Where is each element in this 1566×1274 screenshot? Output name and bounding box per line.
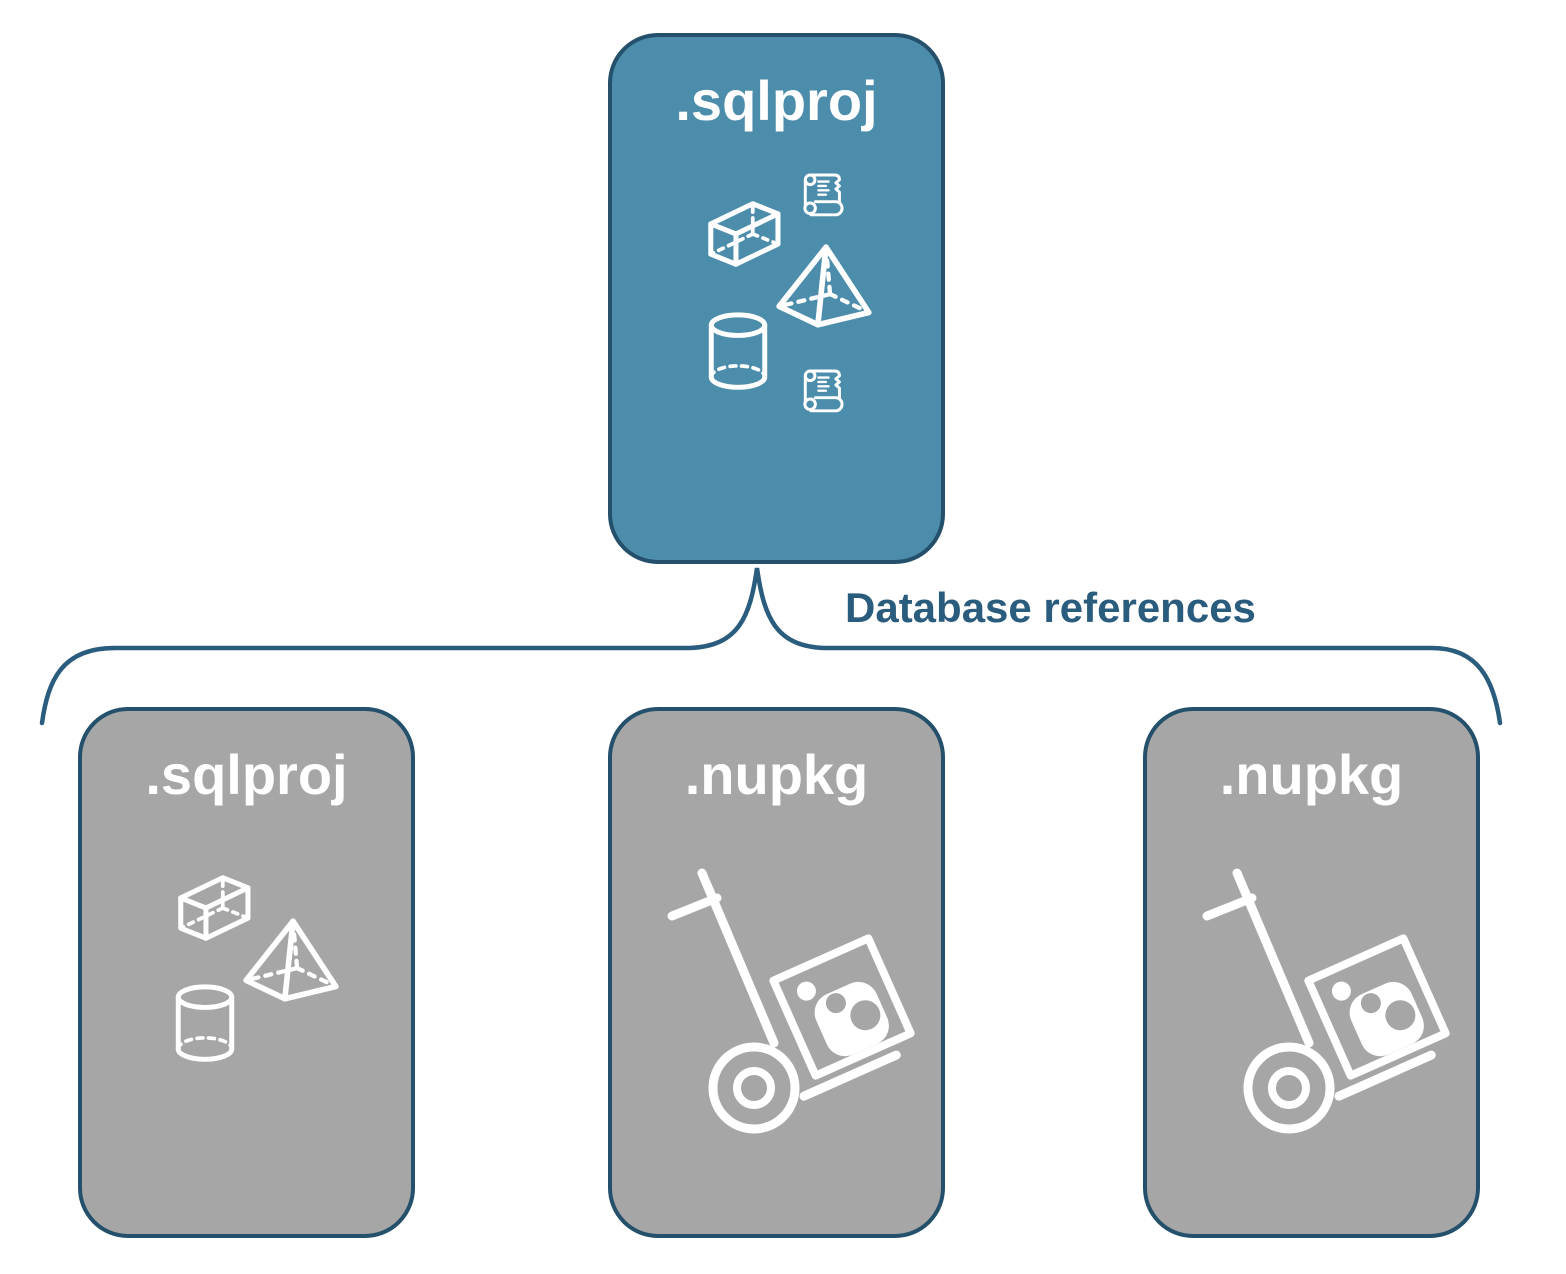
edge-label: Database references (845, 584, 1256, 631)
card-child-nupkg-1: .nupkg (608, 707, 945, 1238)
cylinder-icon (708, 312, 768, 390)
card-child-nupkg-2: .nupkg (1143, 707, 1480, 1238)
pyramid-icon (243, 918, 339, 1002)
card-title: .nupkg (1219, 743, 1404, 806)
cube-icon (708, 201, 781, 267)
package-dolly-icon (1202, 868, 1450, 1134)
pyramid-icon (776, 244, 872, 328)
package-dolly-icon (667, 868, 915, 1134)
card-title: .sqlproj (145, 743, 348, 806)
card-title: .sqlproj (675, 69, 878, 132)
card-parent-sqlproj: .sqlproj (608, 33, 945, 564)
cube-icon (178, 875, 251, 941)
scroll-icon (803, 369, 844, 413)
card-title: .nupkg (684, 743, 869, 806)
cylinder-icon (175, 984, 235, 1062)
card-child-sqlproj: .sqlproj (78, 707, 415, 1238)
scroll-icon (803, 173, 844, 217)
